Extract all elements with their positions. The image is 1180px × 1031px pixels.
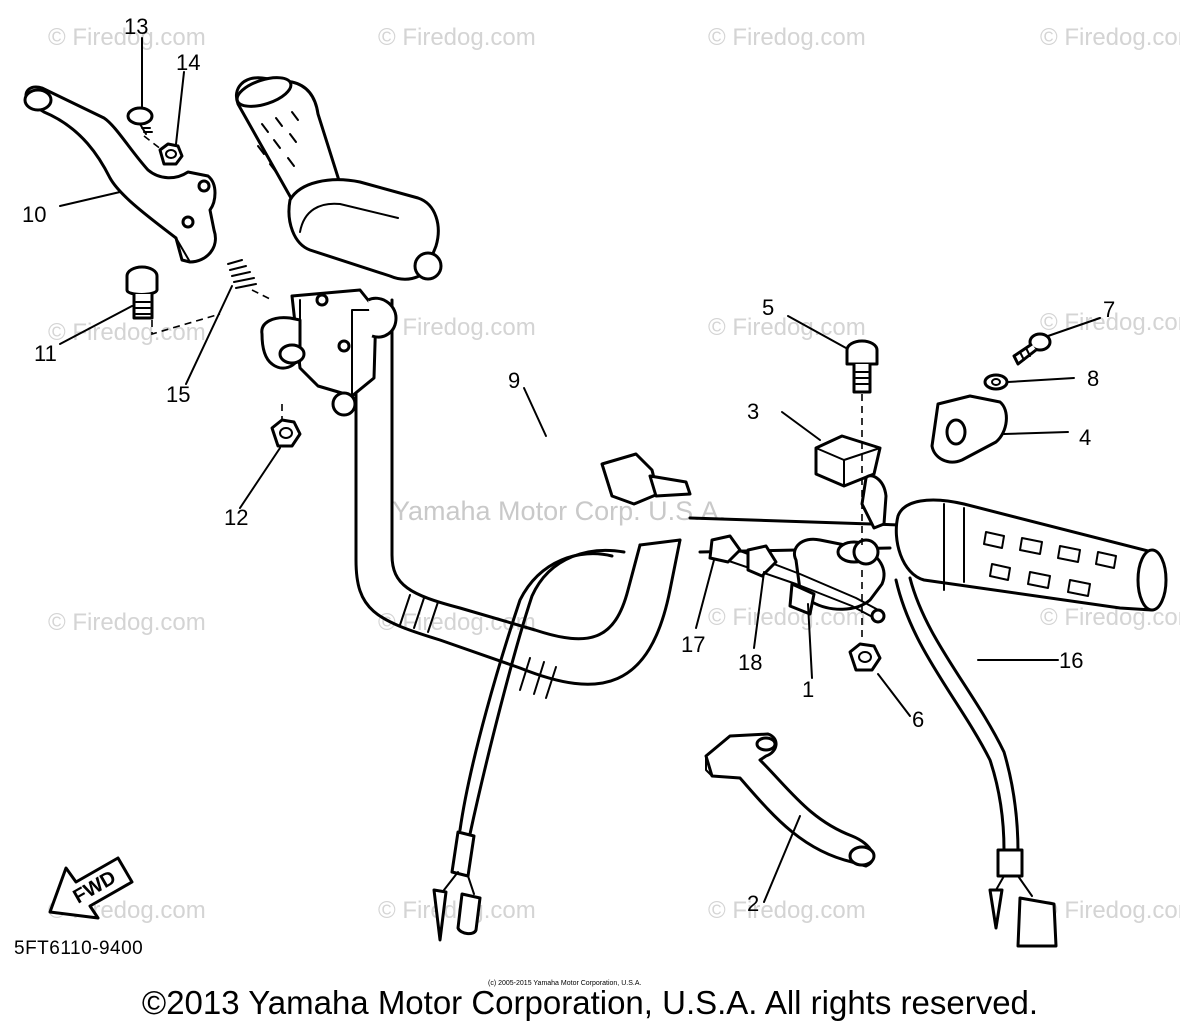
watermarks: © Firedog.com © Firedog.com © Firedog.co… (48, 24, 1180, 924)
bolt-13 (126, 106, 154, 135)
small-credit: (c) 2005-2015 Yamaha Motor Corporation, … (488, 980, 642, 987)
watermark-text: © Firedog.com (1040, 897, 1180, 924)
callout-5: 5 (762, 295, 774, 320)
watermark-text: © Firedog.com (378, 314, 536, 341)
nut-6 (848, 642, 882, 672)
callout-11: 11 (34, 341, 57, 366)
diagram-code: 5FT6110-9400 (14, 938, 144, 959)
watermark-text: © Firedog.com (48, 609, 206, 636)
watermark-text: © Firedog.com (1040, 24, 1180, 51)
leader-lines (59, 37, 1101, 903)
callout-6: 6 (912, 707, 924, 732)
callout-1: 1 (802, 677, 814, 702)
brake-lever (23, 85, 217, 264)
callout-17: 17 (681, 632, 705, 657)
watermark-text: © Firedog.com (378, 897, 536, 924)
callout-3: 3 (747, 399, 759, 424)
brand-watermark: Yamaha Motor Corp. U.S.A. (392, 496, 726, 526)
watermark-text: © Firedog.com (48, 319, 206, 346)
assembly-lines (143, 135, 863, 642)
copyright-footer: ©2013 Yamaha Motor Corporation, U.S.A. A… (141, 984, 1039, 1021)
right-grip (894, 498, 1168, 612)
callout-4: 4 (1079, 425, 1091, 450)
nut-12 (270, 418, 302, 448)
screw-5 (845, 339, 879, 394)
callout-13: 13 (124, 14, 148, 39)
switch-wire (894, 576, 1058, 948)
callout-10: 10 (22, 202, 46, 227)
callout-16: 16 (1059, 648, 1083, 673)
master-cylinder (260, 288, 398, 417)
callout-12: 12 (224, 505, 248, 530)
callout-8: 8 (1087, 366, 1099, 391)
left-switch-housing (287, 178, 443, 281)
watermark-text: © Firedog.com (48, 24, 206, 51)
throttle-housing (814, 394, 1008, 566)
callout-2: 2 (747, 891, 759, 916)
callouts: 1 2 3 4 5 6 7 8 9 10 11 12 13 14 15 16 1… (22, 14, 1115, 916)
lever-2 (704, 732, 876, 868)
nut-14 (158, 142, 184, 166)
callout-14: 14 (176, 50, 200, 75)
watermark-text: © Firedog.com (708, 897, 866, 924)
callout-9: 9 (508, 368, 520, 393)
watermark-text: © Firedog.com (378, 24, 536, 51)
screw-7 (1012, 332, 1052, 366)
washer-8 (983, 373, 1009, 391)
watermark-text: © Firedog.com (708, 314, 866, 341)
spring-15 (227, 259, 257, 289)
pivot-bolt-11 (125, 265, 159, 320)
callout-7: 7 (1103, 297, 1115, 322)
callout-15: 15 (166, 382, 190, 407)
left-grip (235, 76, 344, 216)
watermark-text: © Firedog.com (708, 24, 866, 51)
throttle-cable (432, 452, 692, 942)
callout-18: 18 (738, 650, 762, 675)
